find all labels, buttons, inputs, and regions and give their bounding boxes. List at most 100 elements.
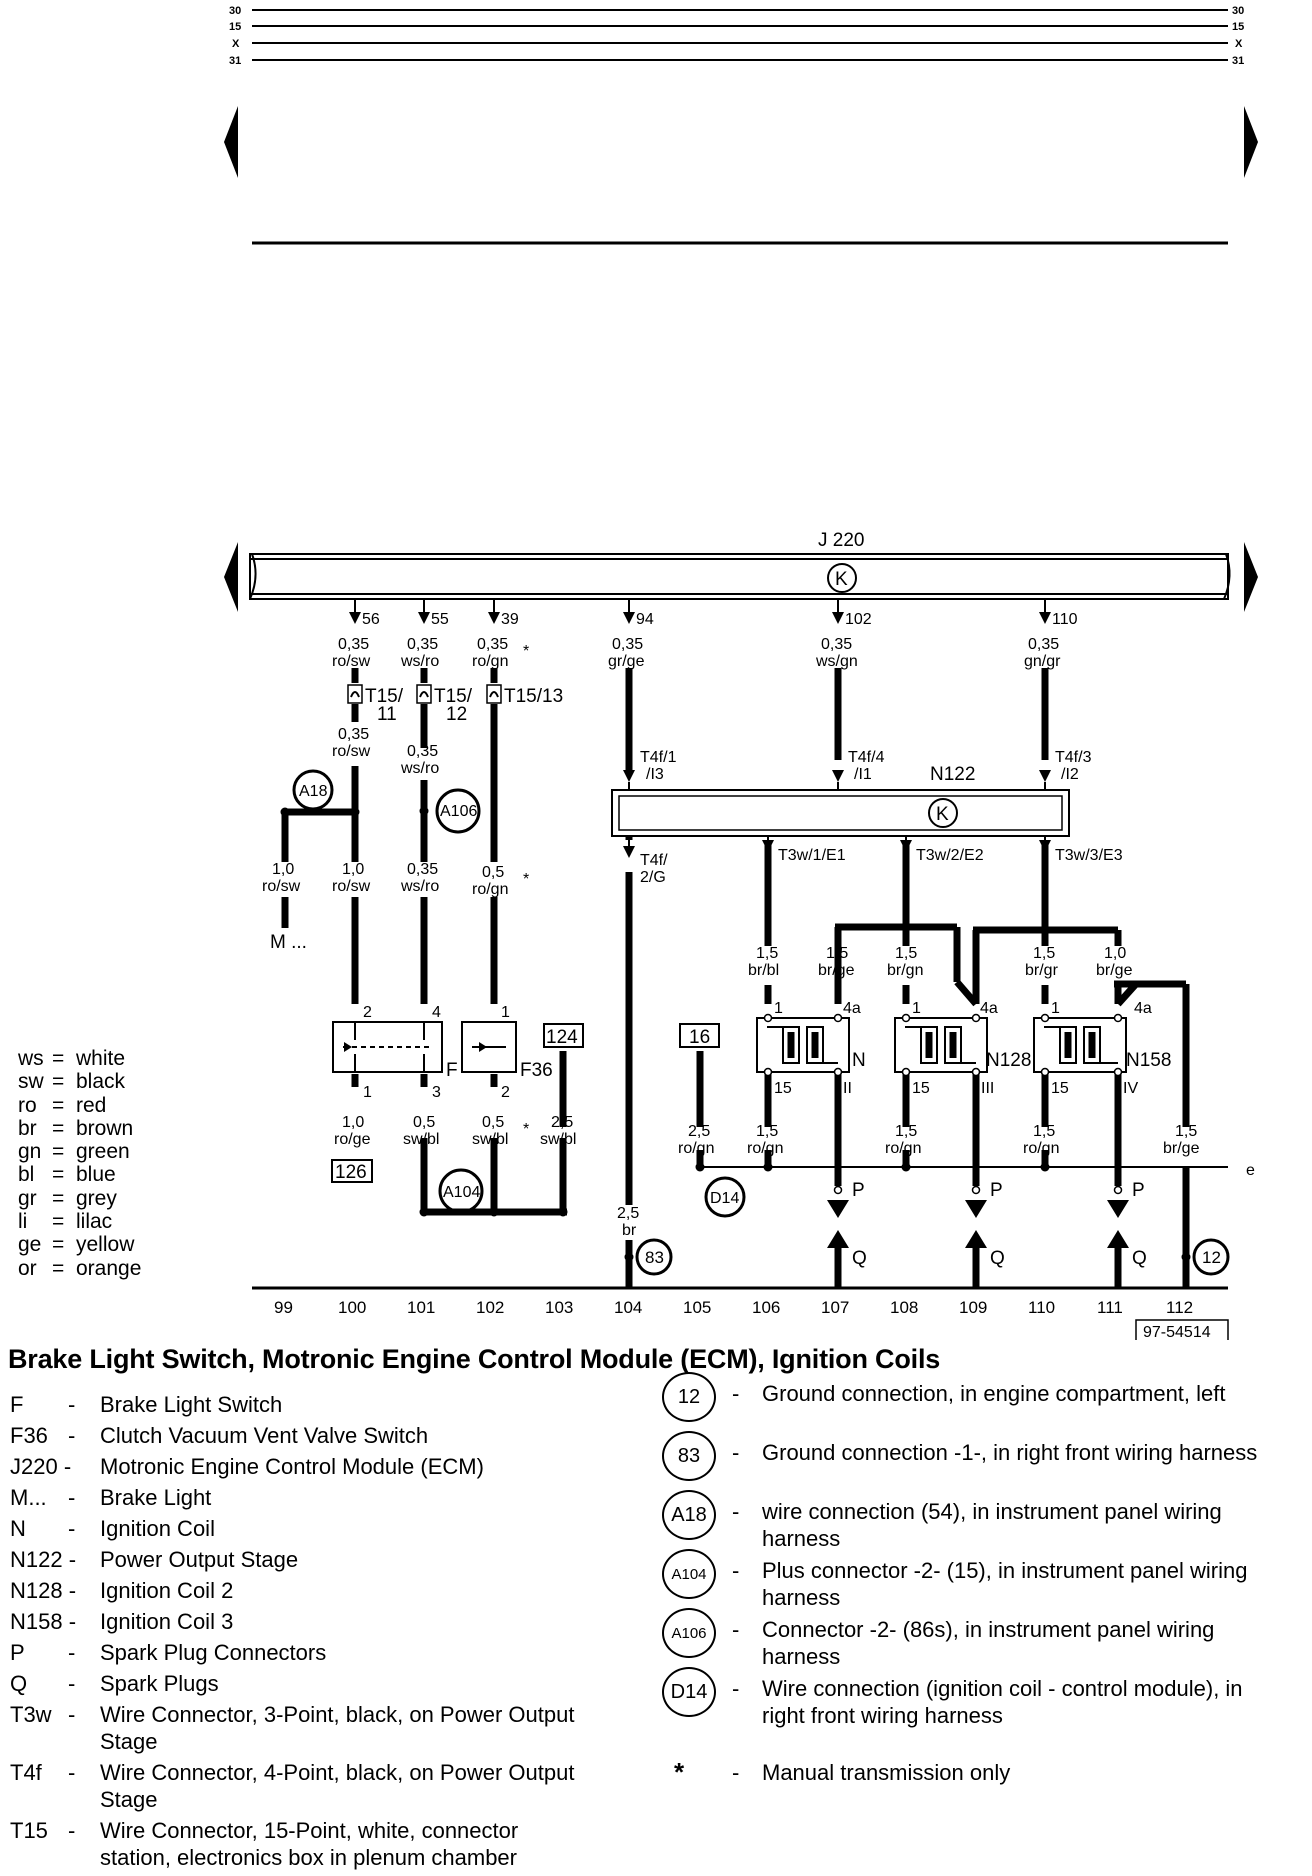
plug-q-label: Q [1132,1248,1147,1269]
component-desc: Wire Connector, 4-Point, black, on Power… [100,1760,575,1812]
equals-sign: = [52,1233,65,1257]
coil-pin: IV [1123,1080,1138,1097]
wire-color: ro/gn [885,1140,921,1157]
ecm-pin-39: 39 [501,611,519,628]
ecm-pin-55: 55 [431,611,449,628]
component-item: T3w-Wire Connector, 3-Point, black, on P… [10,1701,585,1755]
coil-pin: 1 [774,1000,783,1017]
wire-color: gr/ge [608,653,645,670]
equals-sign: = [52,1210,65,1234]
coil-n158-label: N158 [1126,1050,1171,1071]
color-code: gn [18,1140,42,1164]
note-symbol-cell: * [660,1759,732,1818]
coil-pin: 1 [912,1000,921,1017]
coil-wire-labels: 1,5 br/bl 1,5 br/ge 1,5 br/gn 1,5 br/gr … [748,945,1133,979]
component-desc: Clutch Vacuum Vent Valve Switch [100,1423,429,1448]
wire-color: ro/sw [332,653,371,670]
ground-connections: 83 12 [624,1238,1230,1288]
node-a104: A104 [443,1184,480,1201]
plug-q-label: Q [990,1248,1005,1269]
rail-label-30: 30 [229,5,241,17]
wire-size: 0,35 [338,726,369,743]
dash: - [732,1440,740,1465]
plug-p-label: P [1132,1180,1145,1201]
switches: F 2 4 1 3 F36 1 2 124 16 [332,1004,720,1101]
color-code: sw [18,1070,44,1094]
rail-label-15-right: 15 [1232,21,1244,33]
section-ruler: 99 100 101 102 103 104 105 106 107 108 1… [252,1286,1229,1340]
wire-color: br/ge [1096,962,1133,979]
component-desc: Wire Connector, 3-Point, black, on Power… [100,1702,575,1754]
section-110: 110 [1028,1298,1055,1317]
section-105: 105 [683,1298,711,1317]
wire-size: 0,35 [477,636,508,653]
dash: - [68,1516,76,1541]
t3w-1: T3w/1/E1 [778,847,846,864]
color-code: or [18,1256,37,1280]
section-108: 108 [890,1298,918,1317]
wire-color: ws/ro [400,878,439,895]
coil-n-label: N [852,1050,866,1071]
ecm-pin-110: 110 [1052,611,1078,628]
connection-item: 12-Ground connection, in engine compartm… [660,1372,1280,1439]
color-name: orange [76,1256,142,1280]
component-legend: F-Brake Light Switch F36-Clutch Vacuum V… [10,1391,585,1875]
wire-size: 1,5 [1033,945,1055,962]
legend-row: sw=black [18,1070,141,1093]
wire-size: 1,5 [895,1123,917,1140]
connection-symbol-cell: A104 [660,1549,732,1616]
plug-p-label: P [990,1180,1003,1201]
t4f-3: T4f/3 [1055,749,1092,766]
ref-16: 16 [689,1027,710,1048]
continue-right-arrow-top [1244,106,1258,178]
color-name: red [76,1093,107,1117]
component-desc: Power Output Stage [100,1547,299,1572]
wire-color: ro/gn [472,653,508,670]
ecm-k-symbol: K [835,569,848,590]
wire-size: 0,35 [407,861,438,878]
plug-q-label: Q [852,1248,867,1269]
t4f-3-sub: /I2 [1061,766,1079,783]
wire-size: 2,5 [551,1114,573,1131]
legend-row: gn=green [18,1140,141,1163]
t4f-1: T4f/1 [640,749,677,766]
wire-color: br/gn [887,962,923,979]
coil-pin: 4a [1134,1000,1152,1017]
color-name: green [76,1140,130,1164]
equals-sign: = [52,1047,65,1070]
rail-label-31: 31 [229,55,241,67]
wire-size: 1,5 [756,945,778,962]
equals-sign: = [52,1070,65,1094]
edge-label: e [1246,1162,1255,1179]
section-106: 106 [752,1298,780,1317]
rail-label-15: 15 [229,21,241,33]
component-code: F36 [10,1423,48,1448]
node-a18: A18 [299,783,328,800]
wire-color: sw/bl [540,1131,576,1148]
wire-size: 2,5 [688,1123,710,1140]
color-name: yellow [76,1233,135,1257]
t15-12: T15/ [434,686,473,707]
color-code: li [18,1210,28,1234]
plug-p-label: P [852,1180,865,1201]
continue-right-arrow [1244,542,1258,612]
legend-row: bl=blue [18,1163,141,1186]
ecm-pin-102: 102 [845,611,872,628]
wire-size: 0,35 [821,636,852,653]
wire-color: ro/gn [678,1140,714,1157]
wire-color: sw/bl [472,1131,508,1148]
t4f-1-sub: /I3 [646,766,664,783]
wires [281,668,1228,1288]
wire-color: br/gr [1025,962,1059,979]
t15-11-pin: 11 [377,704,397,725]
wire-color: br/ge [1163,1140,1200,1157]
wire-size: 1,5 [895,945,917,962]
component-code: T3w [10,1702,52,1727]
dash: - [68,1485,76,1510]
ref-124: 124 [546,1027,578,1048]
note-item: *-Manual transmission only [660,1759,1280,1818]
ref-126: 126 [335,1162,367,1183]
color-code: ws [18,1047,44,1070]
component-code: T4f [10,1760,42,1785]
t4f-out-sub: 2/G [640,869,666,886]
